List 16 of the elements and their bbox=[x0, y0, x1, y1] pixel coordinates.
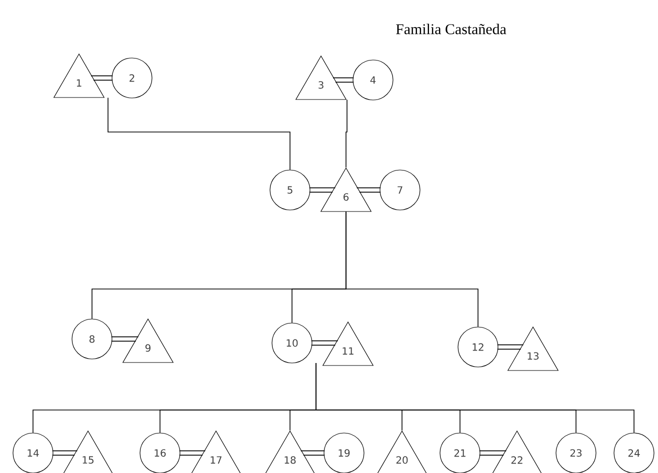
marriage-sign bbox=[311, 340, 338, 346]
marriage-sign bbox=[300, 450, 325, 456]
marriage-sign bbox=[90, 75, 113, 81]
marriage-sign bbox=[497, 344, 524, 350]
descent-line bbox=[346, 211, 478, 328]
marriage-sign bbox=[52, 450, 78, 456]
marriage-sign bbox=[332, 77, 354, 83]
marriage-sign bbox=[479, 450, 507, 456]
descent-line bbox=[316, 362, 634, 434]
marriage-sign bbox=[309, 187, 336, 193]
descent-line bbox=[346, 99, 348, 168]
title: Familia Castañeda bbox=[396, 24, 506, 34]
marriage-sign bbox=[111, 336, 139, 342]
descent-line bbox=[108, 97, 290, 170]
marriage-sign bbox=[356, 187, 381, 193]
marriage-sign bbox=[179, 450, 206, 456]
